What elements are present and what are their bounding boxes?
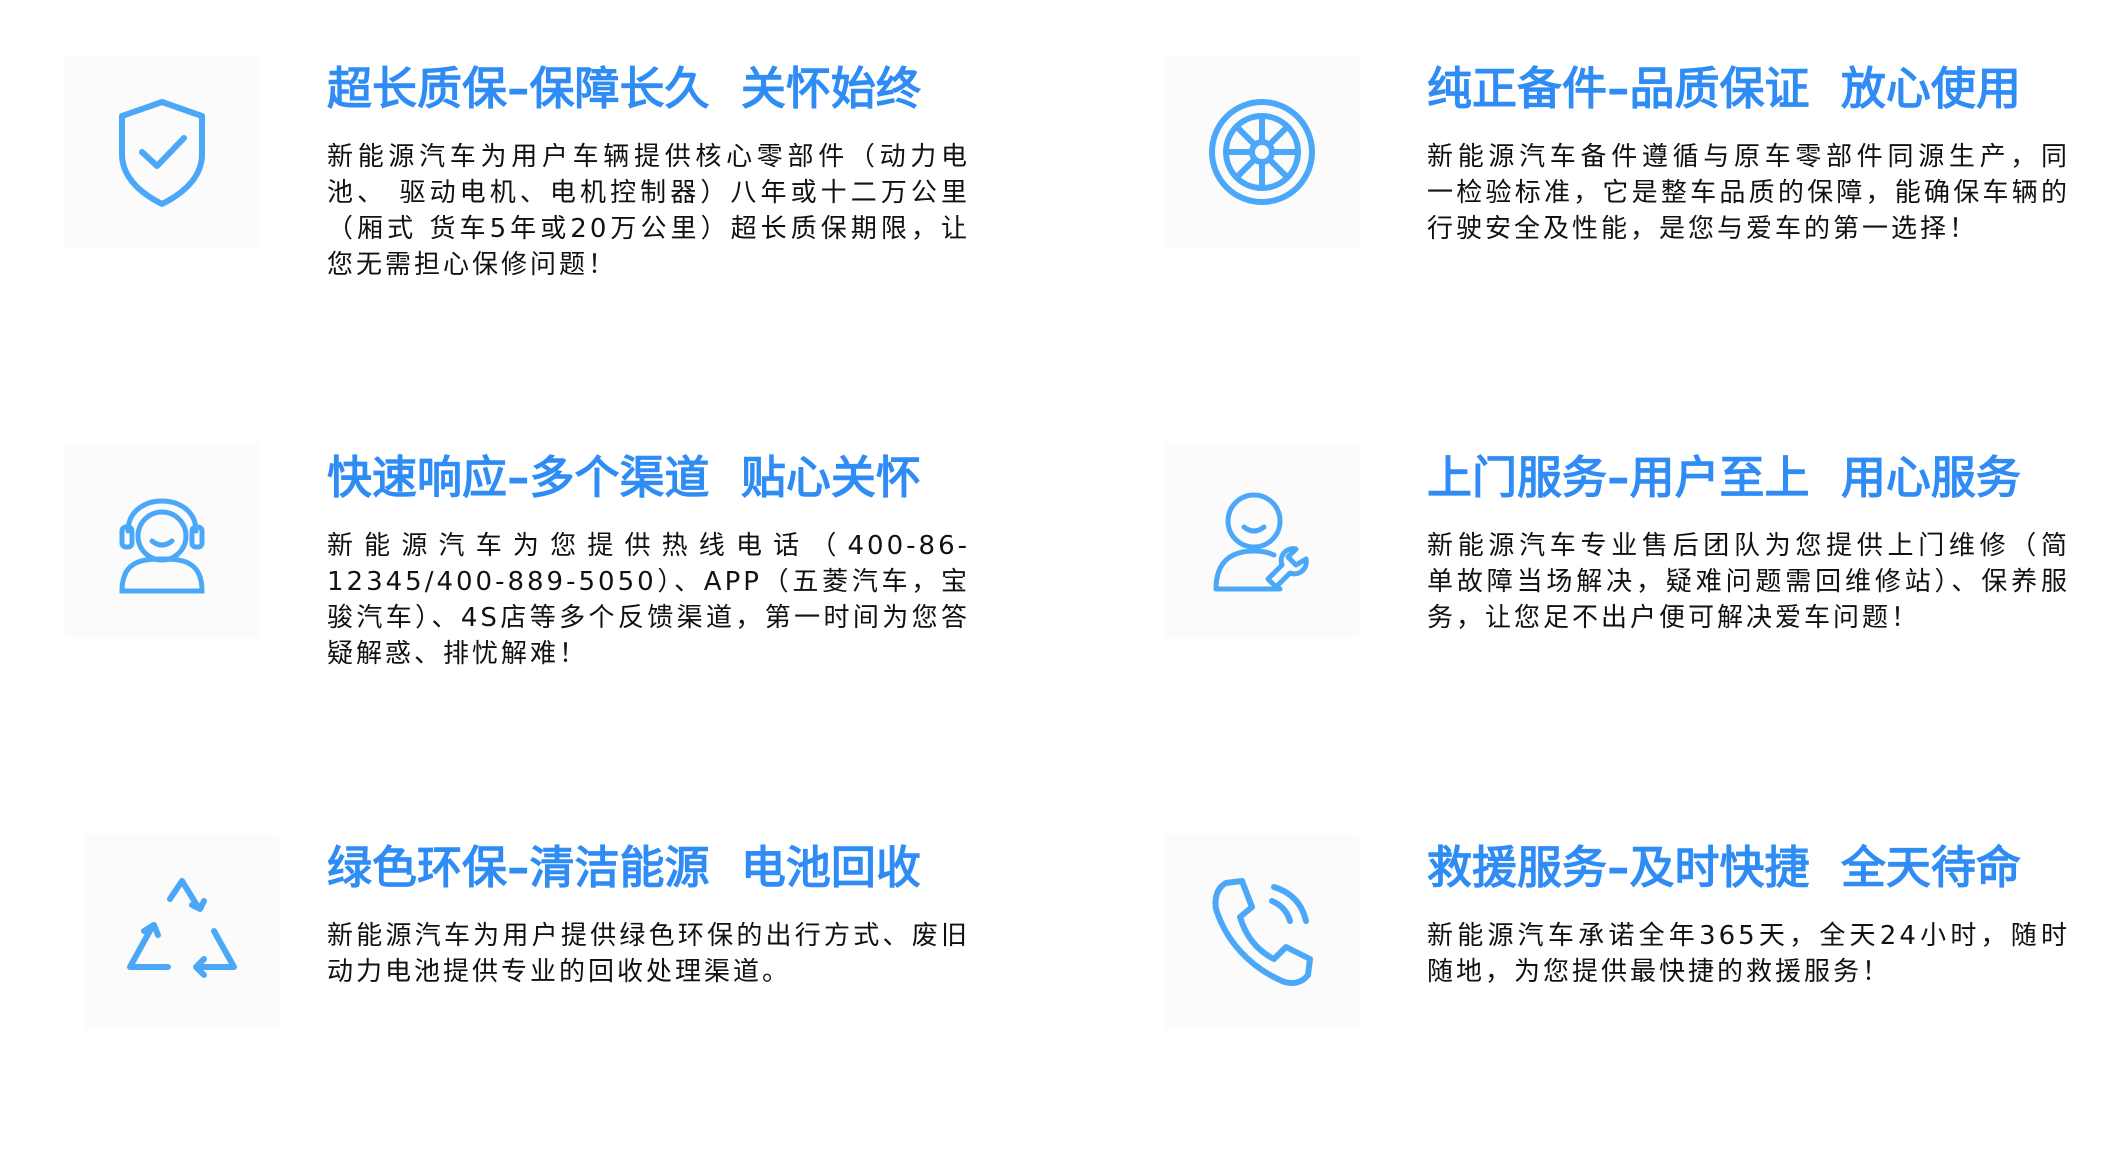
user-wrench-icon	[1165, 444, 1359, 638]
card-title: 快速响应–多个渠道 贴心关怀	[327, 451, 921, 504]
service-card-green: 绿色环保–清洁能源 电池回收 新能源汽车为用户提供绿色环保的出行方式、废旧动力电…	[65, 834, 1065, 1164]
card-title: 上门服务–用户至上 用心服务	[1427, 451, 2021, 504]
service-card-onsite: 上门服务–用户至上 用心服务 新能源汽车专业售后团队为您提供上门维修（简 单故障…	[1165, 444, 2126, 774]
card-description: 新能源汽车为用户车辆提供核心零部件（动力电池、 驱动电机、电机控制器）八年或十二…	[327, 142, 970, 280]
service-card-rescue: 救援服务–及时快捷 全天待命 新能源汽车承诺全年365天，全天24小时，随时随地…	[1165, 834, 2126, 1164]
card-title: 纯正备件–品质保证 放心使用	[1427, 62, 2021, 115]
wheel-icon	[1165, 55, 1359, 249]
headset-agent-icon	[65, 444, 259, 638]
card-title: 救援服务–及时快捷 全天待命	[1427, 841, 2021, 894]
card-description: 新能源汽车承诺全年365天，全天24小时，随时随地，为您提供最快捷的救援服务！	[1427, 921, 2070, 987]
service-card-response: 快速响应–多个渠道 贴心关怀 新能源汽车为您提供热线电话（400-86-1234…	[65, 444, 1065, 774]
card-title: 绿色环保–清洁能源 电池回收	[327, 841, 921, 894]
card-description: 新能源汽车为用户提供绿色环保的出行方式、废旧动力电池提供专业的回收处理渠道。	[327, 921, 970, 987]
card-description: 新能源汽车备件遵循与原车零部件同源生产，同 一检验标准，它是整车品质的保障，能确…	[1427, 142, 2070, 244]
service-card-parts: 纯正备件–品质保证 放心使用 新能源汽车备件遵循与原车零部件同源生产，同 一检验…	[1165, 55, 2126, 385]
card-description: 新能源汽车为您提供热线电话（400-86-12345/400-889-5050）…	[327, 531, 970, 669]
recycle-icon	[85, 834, 279, 1028]
card-title: 超长质保–保障长久 关怀始终	[327, 62, 921, 115]
shield-check-icon	[65, 55, 259, 249]
phone-call-icon	[1165, 834, 1359, 1028]
service-card-warranty: 超长质保–保障长久 关怀始终 新能源汽车为用户车辆提供核心零部件（动力电池、 驱…	[65, 55, 1065, 385]
card-description: 新能源汽车专业售后团队为您提供上门维修（简 单故障当场解决，疑难问题需回维修站）…	[1427, 531, 2070, 633]
